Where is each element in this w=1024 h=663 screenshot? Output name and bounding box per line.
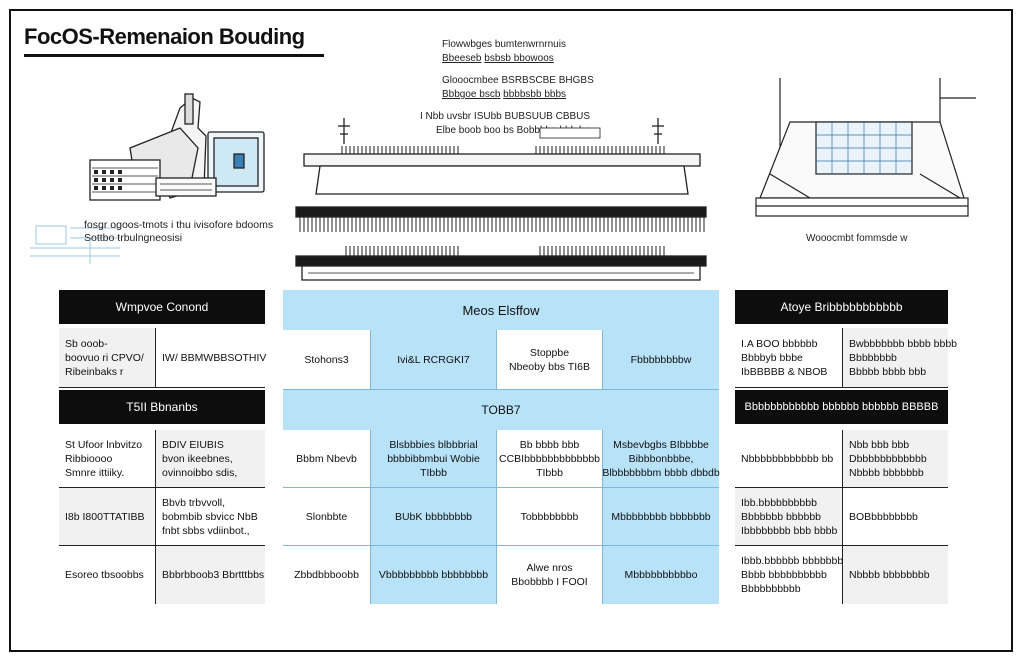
top-caption-5: I Nbb uvsbr ISUbb BUBSUUB CBBUS [420, 111, 591, 122]
table-row: I8b I800TTATIBB Bbvb trbvvoll,bobmbib sb… [59, 488, 265, 546]
top-caption-3: Glooocmbee BSRBSCBE BHGBS [442, 75, 594, 86]
left-table-header-2: T5II Bbnanbs [59, 390, 265, 424]
bonding-cross-section [295, 118, 707, 281]
title-underline [24, 54, 324, 57]
substrate-panel-illustration [755, 78, 976, 217]
table-row: Esoreo tbsoobbs Bbbrbboob3 Bbrtttbbs [59, 546, 265, 604]
right-table-header-2: Bbbbbbbbbbbb bbbbbb bbbbbb BBBBB [735, 390, 948, 424]
top-caption-4: Bbbgoe bscb bbbbsbb bbbs [442, 89, 567, 100]
center-table-header-2: TOBB7 [283, 390, 719, 430]
right-illustration-caption: Wooocmbt fommsde w [806, 233, 908, 244]
top-caption-1: Flowwbges bumtenwrnrnuis [442, 39, 566, 50]
table-row: Zbbdbbboobb Vbbbbbbbbb bbbbbbbb Alwe nro… [283, 546, 719, 604]
top-caption-2: Bbeeseb bsbsb bbowoos [442, 53, 554, 64]
left-illustration-caption: fosgr ogoos-tmots i thu ivisofore bdooms… [84, 219, 274, 244]
table-row: Slonbbte BUbK bbbbbbbb Tobbbbbbbb Mbbbbb… [283, 488, 719, 546]
bonding-machine-illustration [30, 93, 265, 264]
page-title: FocOS-Remenaion Bouding [24, 24, 305, 49]
left-table-row-1: Sb ooob-boovuo ri CPVO/Ribeinbaks r IW/ … [59, 328, 266, 388]
center-table-header-1: Meos Elsffow [283, 290, 719, 330]
left-table-header-1: Wmpvoe Conond [59, 290, 265, 324]
right-table-header-1: Atoye Bribbbbbbbbbbb [735, 290, 948, 324]
